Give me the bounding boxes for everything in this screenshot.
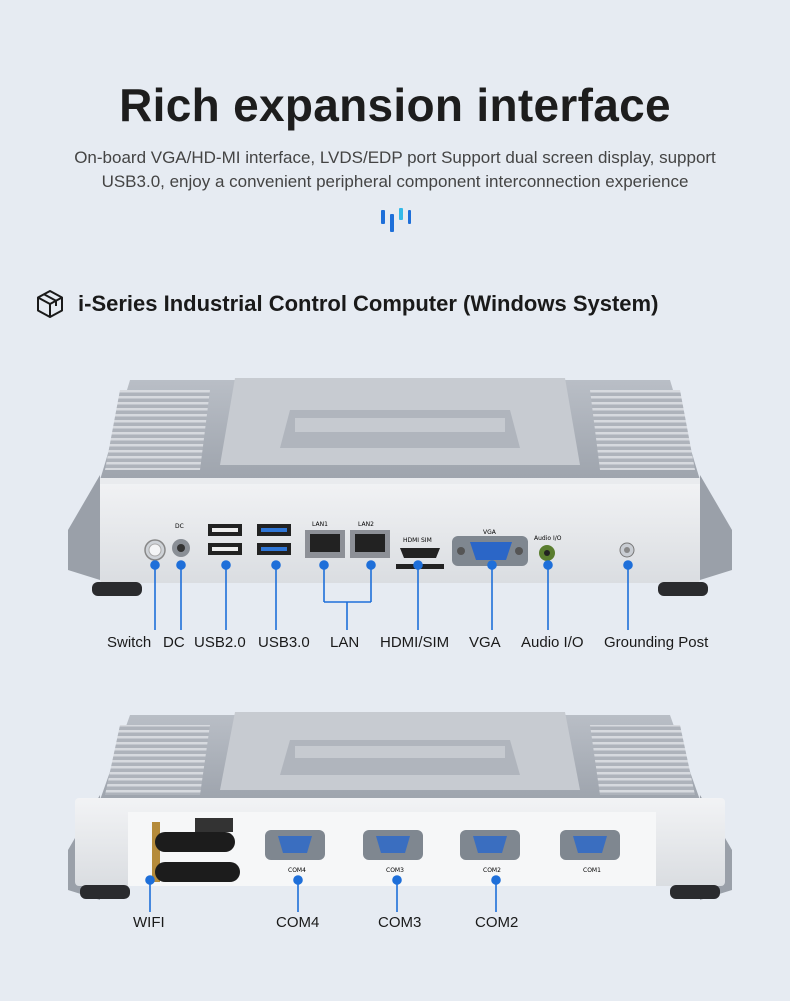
lan2-print: LAN2 bbox=[358, 521, 374, 528]
label-usb2: USB2.0 bbox=[194, 634, 246, 651]
front-device-image: DC LAN1 LAN2 HDMI SIM VGA Audio I/O bbox=[68, 378, 732, 596]
section-heading: i-Series Industrial Control Computer (Wi… bbox=[34, 286, 658, 322]
label-lan: LAN bbox=[330, 634, 360, 651]
back-device-image: COM4 COM3 COM2 COM1 bbox=[68, 712, 732, 900]
com2-print: COM2 bbox=[483, 867, 501, 874]
com3-print: COM3 bbox=[386, 867, 404, 874]
page-subtitle: On-board VGA/HD-MI interface, LVDS/EDP p… bbox=[40, 146, 750, 194]
divider-decoration bbox=[381, 208, 411, 234]
subtitle-line-1: On-board VGA/HD-MI interface, LVDS/EDP p… bbox=[74, 148, 716, 167]
section-title: i-Series Industrial Control Computer (Wi… bbox=[78, 291, 659, 316]
front-callouts bbox=[150, 560, 633, 630]
label-switch: Switch bbox=[107, 634, 152, 651]
label-audio: Audio I/O bbox=[521, 634, 584, 651]
vga-print: VGA bbox=[483, 529, 497, 536]
label-dc: DC bbox=[163, 634, 185, 651]
audio-print: Audio I/O bbox=[534, 535, 562, 542]
com4-print: COM4 bbox=[288, 867, 306, 874]
dc-print: DC bbox=[175, 523, 184, 530]
label-com4: COM4 bbox=[276, 914, 320, 931]
subtitle-line-2: USB3.0, enjoy a convenient peripheral co… bbox=[101, 172, 689, 191]
label-vga: VGA bbox=[469, 634, 501, 651]
page-title: Rich expansion interface bbox=[119, 79, 671, 131]
lan1-print: LAN1 bbox=[312, 521, 328, 528]
label-usb3: USB3.0 bbox=[258, 634, 310, 651]
label-com3: COM3 bbox=[378, 914, 422, 931]
label-hdmi-sim: HDMI/SIM bbox=[380, 634, 450, 651]
com1-print: COM1 bbox=[583, 867, 601, 874]
back-callouts bbox=[145, 875, 501, 912]
label-com2: COM2 bbox=[475, 914, 519, 931]
label-wifi: WIFI bbox=[133, 914, 165, 931]
label-grounding-post: Grounding Post bbox=[604, 634, 709, 651]
cube-icon bbox=[37, 290, 63, 318]
hdmi-print: HDMI SIM bbox=[403, 537, 432, 544]
